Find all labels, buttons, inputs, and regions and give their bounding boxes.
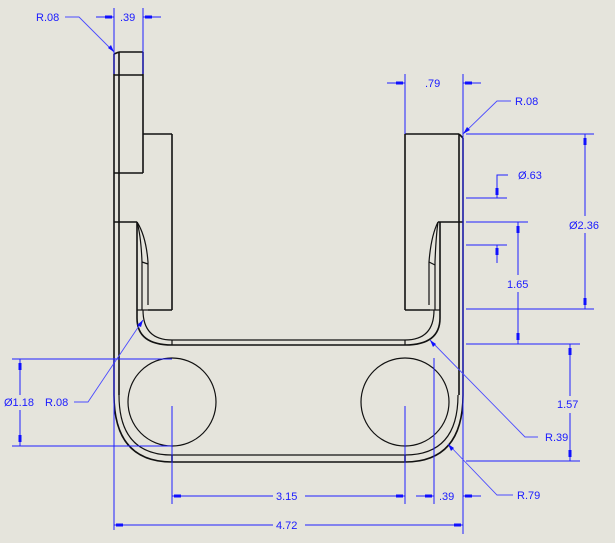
- outer-bend: [113, 394, 464, 463]
- dim-label: R.08: [515, 96, 538, 108]
- dim-label: 1.57: [557, 399, 578, 411]
- dim-top-left-radius: R.08: [36, 12, 115, 53]
- dim-label: .39: [120, 12, 135, 24]
- dim-label: 3.15: [276, 491, 297, 503]
- dim-overall-width: 4.72: [114, 520, 463, 532]
- dim-left-hole-diameter: Ø1.18: [4, 358, 172, 447]
- dim-top-right-radius: R.08: [462, 96, 538, 135]
- dimensions: .39 R.08 .79 R.08: [4, 8, 599, 534]
- dim-small-diameter: Ø.63: [466, 170, 542, 263]
- dim-outer-bend-radius: R.79: [447, 443, 540, 502]
- part-geometry: [113, 51, 464, 463]
- dim-label: 1.65: [507, 279, 528, 291]
- dim-top-right-width: .79: [387, 74, 481, 534]
- dim-inner-bend-radius: R.39: [429, 339, 568, 444]
- dim-label: R.08: [36, 12, 59, 24]
- right-upright: [404, 133, 464, 395]
- dim-label: .39: [439, 491, 454, 503]
- dim-label: 4.72: [276, 520, 297, 532]
- dim-bottom-right-offset: .39: [416, 491, 481, 503]
- dim-label: Ø2.36: [569, 220, 599, 232]
- dim-top-left-width: .39: [96, 8, 161, 74]
- dim-label: Ø.63: [518, 170, 542, 182]
- dim-hole-spacing: 3.15: [172, 491, 405, 503]
- left-upright: [113, 51, 173, 395]
- dim-label: Ø1.18: [4, 397, 34, 409]
- dim-label: R.08: [45, 397, 68, 409]
- dim-label: .79: [425, 78, 440, 90]
- dim-mid-height: 1.65: [466, 221, 580, 345]
- dim-lower-height: 1.57: [466, 344, 580, 462]
- dim-left-inner-radius: R.08: [45, 319, 144, 409]
- dim-label: R.39: [545, 432, 568, 444]
- dim-label: R.79: [517, 490, 540, 502]
- inner-bend: [136, 309, 441, 346]
- dim-large-diameter: Ø2.36: [466, 133, 599, 310]
